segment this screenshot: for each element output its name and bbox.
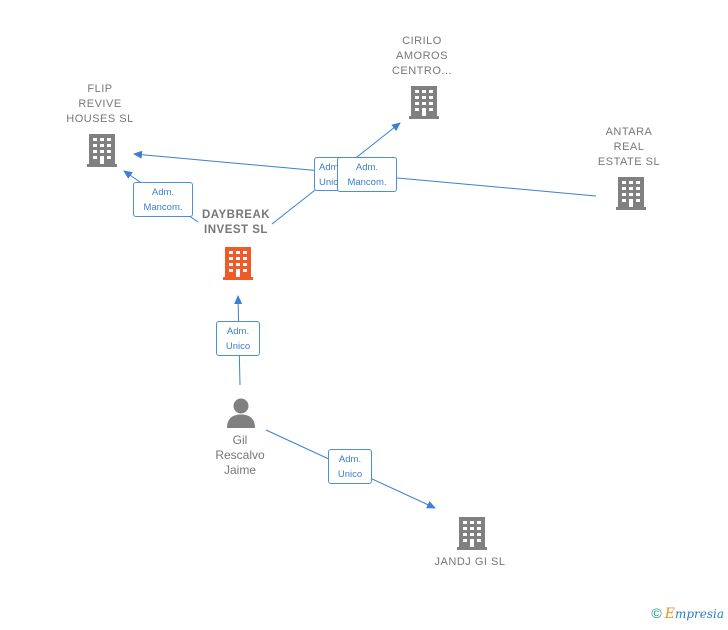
- building-icon[interactable]: [615, 175, 647, 211]
- edge-label-antara-flip[interactable]: Adm. Mancom.: [337, 157, 397, 192]
- node-label-flip: FLIP REVIVE HOUSES SL: [66, 83, 134, 125]
- edge-label-gil-daybreak[interactable]: Adm. Unico: [216, 321, 260, 356]
- node-label-daybreak: DAYBREAK INVEST SL: [201, 209, 271, 236]
- node-label-cirilo: CIRILO AMOROS CENTRO...: [391, 35, 453, 77]
- footer-brand[interactable]: ©Empresia: [651, 605, 724, 622]
- building-icon[interactable]: [222, 245, 254, 281]
- edge-label-daybreak-flip[interactable]: Adm. Mancom.: [133, 182, 193, 217]
- person-icon[interactable]: [226, 397, 256, 429]
- edge-label-gil-jandj[interactable]: Adm. Unico: [328, 449, 372, 484]
- building-icon[interactable]: [456, 515, 488, 551]
- node-label-antara: ANTARA REAL ESTATE SL: [597, 126, 661, 168]
- building-icon[interactable]: [408, 84, 440, 120]
- brand-logo: Empresia: [664, 606, 724, 622]
- building-icon[interactable]: [86, 132, 118, 168]
- copyright-icon: ©: [651, 605, 662, 621]
- node-label-gil: Gil Rescalvo Jaime: [215, 433, 265, 477]
- node-label-jandj: JANDJ GI SL: [434, 556, 506, 568]
